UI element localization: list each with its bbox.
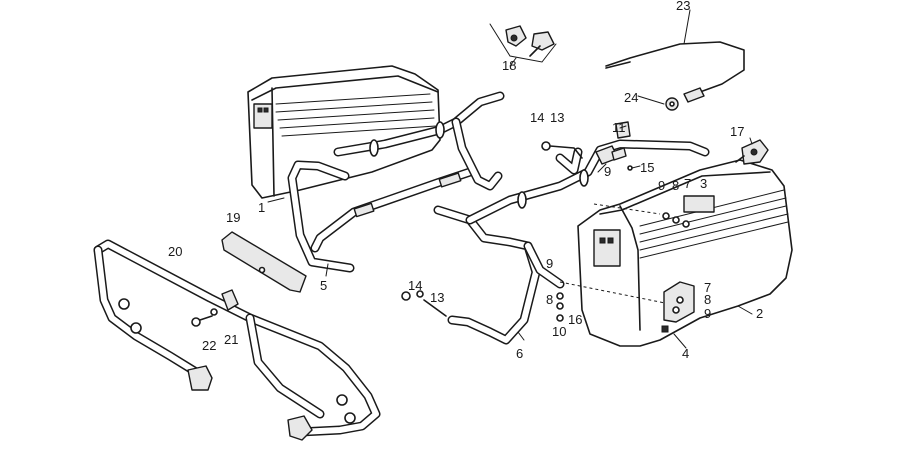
callout-9-lower: 9 [704, 306, 711, 321]
callout-9-middle: 9 [546, 256, 553, 271]
callout-6: 6 [516, 346, 523, 361]
clip-part [611, 121, 631, 161]
right-rack-frame [433, 139, 710, 345]
callout-7-lower: 7 [704, 280, 711, 295]
leader-lines [267, 9, 753, 349]
callout-17: 17 [730, 124, 744, 139]
callout-1: 1 [258, 200, 265, 215]
callout-9-case: 9 [658, 178, 665, 193]
case-lock [735, 139, 769, 165]
callout-15: 15 [640, 160, 654, 175]
left-rack-frame [287, 91, 505, 273]
callout-13-upper: 13 [550, 110, 564, 125]
callout-4: 4 [682, 346, 689, 361]
callout-3: 3 [700, 176, 707, 191]
callout-22: 22 [202, 338, 216, 353]
protection-bar [93, 239, 381, 441]
callout-5: 5 [320, 278, 327, 293]
callout-11: 11 [612, 120, 626, 135]
callout-21: 21 [224, 332, 238, 347]
release-cable [605, 41, 745, 103]
callout-24: 24 [624, 90, 638, 105]
callout-9-top: 9 [604, 164, 611, 179]
callout-14-lower: 14 [408, 278, 422, 293]
callout-2: 2 [756, 306, 763, 321]
callout-labels: 1 2 3 4 5 6 7 7 8 8 8 9 9 9 9 10 11 13 1… [168, 0, 763, 361]
cable-nut [665, 97, 679, 111]
callout-23: 23 [676, 0, 690, 13]
hardware-bolts [191, 141, 690, 327]
callout-14-upper: 14 [530, 110, 544, 125]
callout-8-lower: 8 [704, 292, 711, 307]
callout-16: 16 [568, 312, 582, 327]
callout-13-lower: 13 [430, 290, 444, 305]
callout-8-middle: 8 [546, 292, 553, 307]
lock-set [489, 23, 557, 63]
callout-18: 18 [502, 58, 516, 73]
callout-8-upper: 8 [672, 178, 679, 193]
mounting-strip [221, 231, 307, 293]
callout-20: 20 [168, 244, 182, 259]
callout-10: 10 [552, 324, 566, 339]
callout-19: 19 [226, 210, 240, 225]
callout-7-upper: 7 [684, 176, 691, 191]
